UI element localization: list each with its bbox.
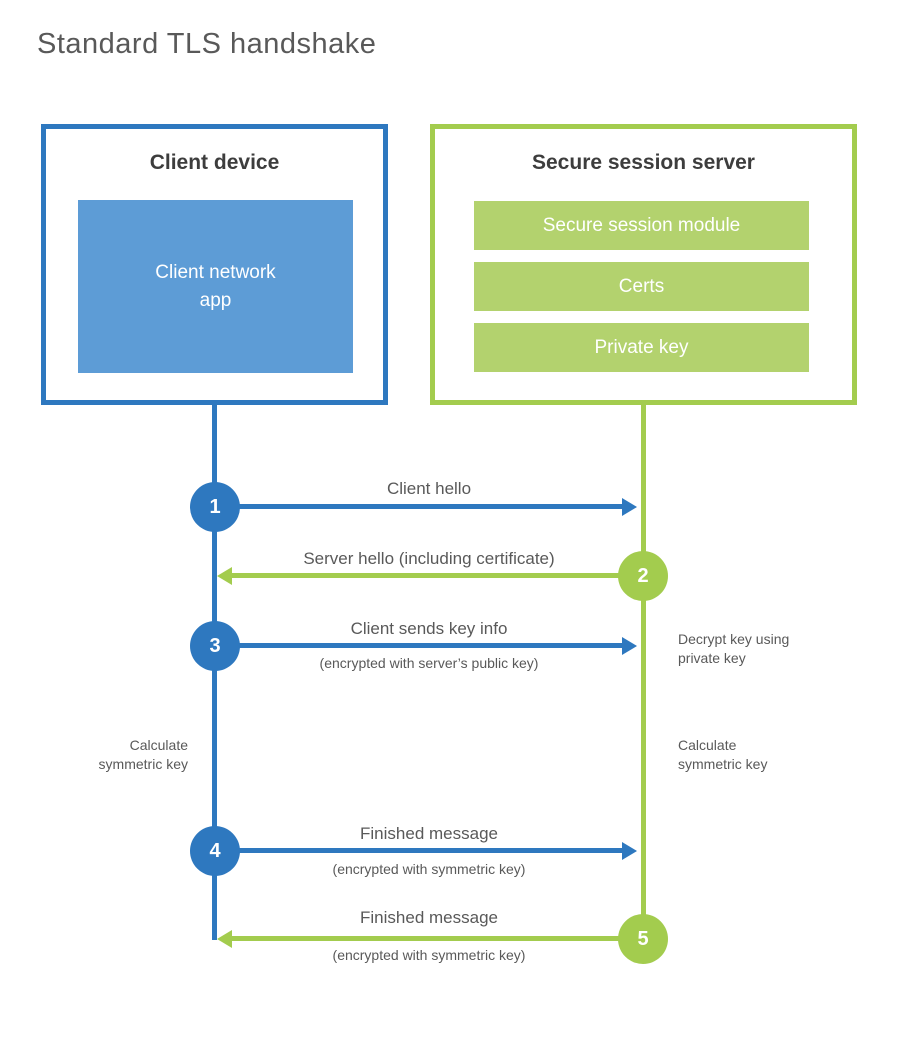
arrow-head-right-icon [622,842,637,860]
step-3-label: Client sends key info [350,619,508,638]
page-title: Standard TLS handshake [37,28,377,60]
arrow-head-left-icon [217,567,232,585]
step-5-circle: 5 [618,914,668,964]
step-3-circle: 3 [190,621,240,671]
note-calculate-symmetric-key-client: Calculate symmetric key [98,737,188,772]
step-1-label: Client hello [386,479,472,498]
step-2-circle: 2 [618,551,668,601]
secure-session-server-box: Secure session server Secure session mod… [430,124,857,405]
step-4-sublabel: (encrypted with symmetric key) [332,861,526,877]
note-decrypt-key: Decrypt key using private key [678,631,790,666]
arrow-shaft [232,936,643,941]
client-device-heading: Client device [149,151,280,174]
step-4-label: Finished message [360,824,498,843]
step-3-sublabel: (encrypted with server’s public key) [319,655,539,671]
arrow-shaft [215,504,623,509]
step-5-label: Finished message [360,908,498,927]
client-device-box: Client device Client network app [41,124,388,405]
arrow-shaft [232,573,643,578]
server-module-certs: Certs [474,262,809,311]
server-module-secure-session: Secure session module [474,201,809,250]
arrow-shaft [215,848,623,853]
step-1-circle: 1 [190,482,240,532]
arrow-shaft [215,643,623,648]
step-2-label: Server hello (including certificate) [303,549,555,568]
step-5-sublabel: (encrypted with symmetric key) [332,947,526,963]
step-4-circle: 4 [190,826,240,876]
server-module-private-key: Private key [474,323,809,372]
secure-session-server-heading: Secure session server [532,151,755,174]
arrow-head-left-icon [217,930,232,948]
arrow-head-right-icon [622,498,637,516]
arrow-head-right-icon [622,637,637,655]
client-lifeline [212,404,217,940]
note-calculate-symmetric-key-server: Calculate symmetric key [678,737,768,772]
server-lifeline [641,404,646,940]
client-network-app-module: Client network app [78,200,353,373]
